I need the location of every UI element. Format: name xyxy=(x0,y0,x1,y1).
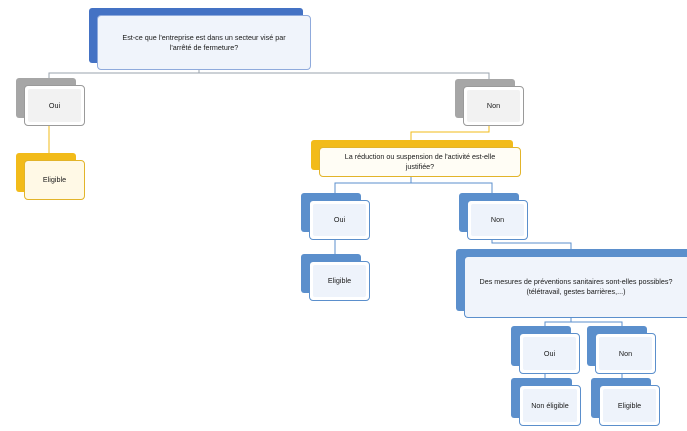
connector-non-to-question2 xyxy=(410,124,490,142)
root-question-box: Est-ce que l'entreprise est dans un sect… xyxy=(97,15,311,70)
bottom-no-answer-box: Non xyxy=(595,333,656,374)
mid-no-answer-node: Non xyxy=(459,193,528,240)
question3-text-line1: Des mesures de préventions sanitaires so… xyxy=(479,277,673,287)
bottom-yes-answer-box: Oui xyxy=(519,333,580,374)
mid-no-answer-label: Non xyxy=(490,215,505,225)
root-question-node: Est-ce que l'entreprise est dans un sect… xyxy=(89,8,311,70)
mid-yes-answer-label: Oui xyxy=(333,215,346,225)
bottom-no-result-label: Eligible xyxy=(617,400,642,410)
bottom-no-result-node: Eligible xyxy=(591,378,660,426)
right-answer-label: Non xyxy=(486,101,501,111)
mid-yes-result-node: Eligible xyxy=(301,254,370,301)
bottom-no-result-box: Eligible xyxy=(599,385,660,426)
question2-node: La réduction ou suspension de l'activité… xyxy=(311,140,521,177)
left-result-label: Eligible xyxy=(42,175,67,185)
mid-yes-answer-box: Oui xyxy=(309,200,370,240)
question2-box: La réduction ou suspension de l'activité… xyxy=(319,147,521,177)
left-answer-box: Oui xyxy=(24,85,85,126)
bottom-yes-answer-label: Oui xyxy=(543,348,556,358)
mid-yes-result-label: Eligible xyxy=(327,276,352,286)
left-result-node: Eligible xyxy=(16,153,85,200)
connector-mid-non-to-question3 xyxy=(491,238,572,252)
bottom-yes-result-node: Non éligible xyxy=(511,378,581,426)
bottom-yes-result-box: Non éligible xyxy=(519,385,581,426)
question2-text: La réduction ou suspension de l'activité… xyxy=(344,152,496,171)
mid-yes-result-box: Eligible xyxy=(309,261,370,301)
bottom-yes-answer-node: Oui xyxy=(511,326,580,374)
question3-node: Des mesures de préventions sanitaires so… xyxy=(456,249,687,318)
left-answer-label: Oui xyxy=(48,100,61,110)
mid-yes-answer-node: Oui xyxy=(301,193,370,240)
root-question-text: Est-ce que l'entreprise est dans un sect… xyxy=(122,32,286,52)
question3-box: Des mesures de préventions sanitaires so… xyxy=(464,256,687,318)
left-result-box: Eligible xyxy=(24,160,85,200)
right-answer-node: Non xyxy=(455,79,524,126)
question3-text-line2: (télétravail, gestes barrières,...) xyxy=(526,287,626,296)
bottom-no-answer-label: Non xyxy=(618,348,633,358)
mid-no-answer-box: Non xyxy=(467,200,528,240)
bottom-yes-result-label: Non éligible xyxy=(531,400,569,410)
bottom-no-answer-node: Non xyxy=(587,326,656,374)
left-answer-node: Oui xyxy=(16,78,85,126)
right-answer-box: Non xyxy=(463,86,524,126)
